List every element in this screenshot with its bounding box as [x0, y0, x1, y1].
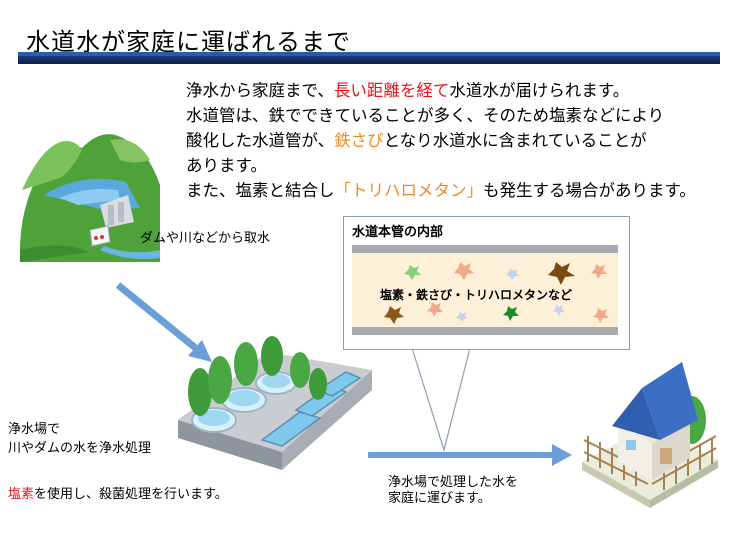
intro-line-5-highlight: 「トリハロメタン」	[334, 181, 484, 200]
title-underline-highlight	[18, 52, 720, 56]
intro-line-1-post: 水道水が届けられます。	[449, 81, 630, 100]
pipe-contents-label: 塩素・鉄さび・トリハロメタンなど	[380, 288, 573, 302]
intro-line-3-post: となり水道水に含まれていることが	[383, 131, 647, 150]
intro-line-2: 水道管は、鉄でできていることが多く、そのため塩素などにより	[186, 106, 665, 125]
plant-description: 浄水場で 川やダムの水を浄水処理	[8, 420, 151, 458]
intro-line-1-highlight: 長い距離を経て	[333, 81, 450, 100]
delivery-description: 浄水場で処理した水を 家庭に運びます。	[388, 475, 518, 507]
arrow-dam-to-plant	[115, 282, 212, 362]
callout-pointer	[411, 347, 471, 453]
pipe-callout-title: 水道本管の内部	[352, 225, 444, 240]
intro-line-1: 浄水から家庭まで、長い距離を経て水道水が届けられます。	[186, 78, 726, 103]
pipe-wall-top	[352, 245, 618, 253]
water-plant-illustration	[178, 336, 372, 470]
plant-note-highlight: 塩素	[8, 487, 35, 502]
intro-text: 浄水から家庭まで、長い距離を経て水道水が届けられます。 水道管は、鉄でできている…	[186, 78, 726, 203]
intro-line-5-post: も発生する場合があります。	[483, 181, 696, 200]
plant-note: 塩素を使用し、殺菌処理を行います。	[8, 483, 228, 502]
intro-line-3-highlight: 鉄さび	[334, 131, 384, 150]
title-underline	[18, 56, 720, 64]
intro-line-3-pre: 酸化した水道管が、	[186, 131, 335, 150]
intro-line-5-pre: また、塩素と結合し	[186, 181, 335, 200]
plant-line-1: 浄水場で	[8, 422, 61, 437]
intro-line-3: 酸化した水道管が、鉄さびとなり水道水に含まれていることが	[186, 128, 726, 153]
dam-caption: ダムや川などから取水	[140, 231, 271, 246]
pipe-wall-bottom	[352, 327, 618, 335]
intro-line-4: あります。	[186, 156, 267, 175]
dam-illustration	[20, 134, 160, 262]
delivery-line-1: 浄水場で処理した水を	[388, 475, 519, 490]
pipe-particles	[384, 262, 609, 324]
plant-note-rest: を使用し、殺菌処理を行います。	[34, 487, 228, 502]
arrow-plant-to-home	[368, 444, 572, 466]
page-title: 水道水が家庭に運ばれるまで	[26, 28, 351, 56]
delivery-line-2: 家庭に運びます。	[388, 491, 491, 506]
intro-line-5: また、塩素と結合し「トリハロメタン」も発生する場合があります。	[186, 178, 726, 203]
house-illustration	[582, 362, 718, 508]
plant-line-2: 川やダムの水を浄水処理	[8, 441, 152, 456]
intro-line-1-pre: 浄水から家庭まで、	[186, 81, 334, 100]
